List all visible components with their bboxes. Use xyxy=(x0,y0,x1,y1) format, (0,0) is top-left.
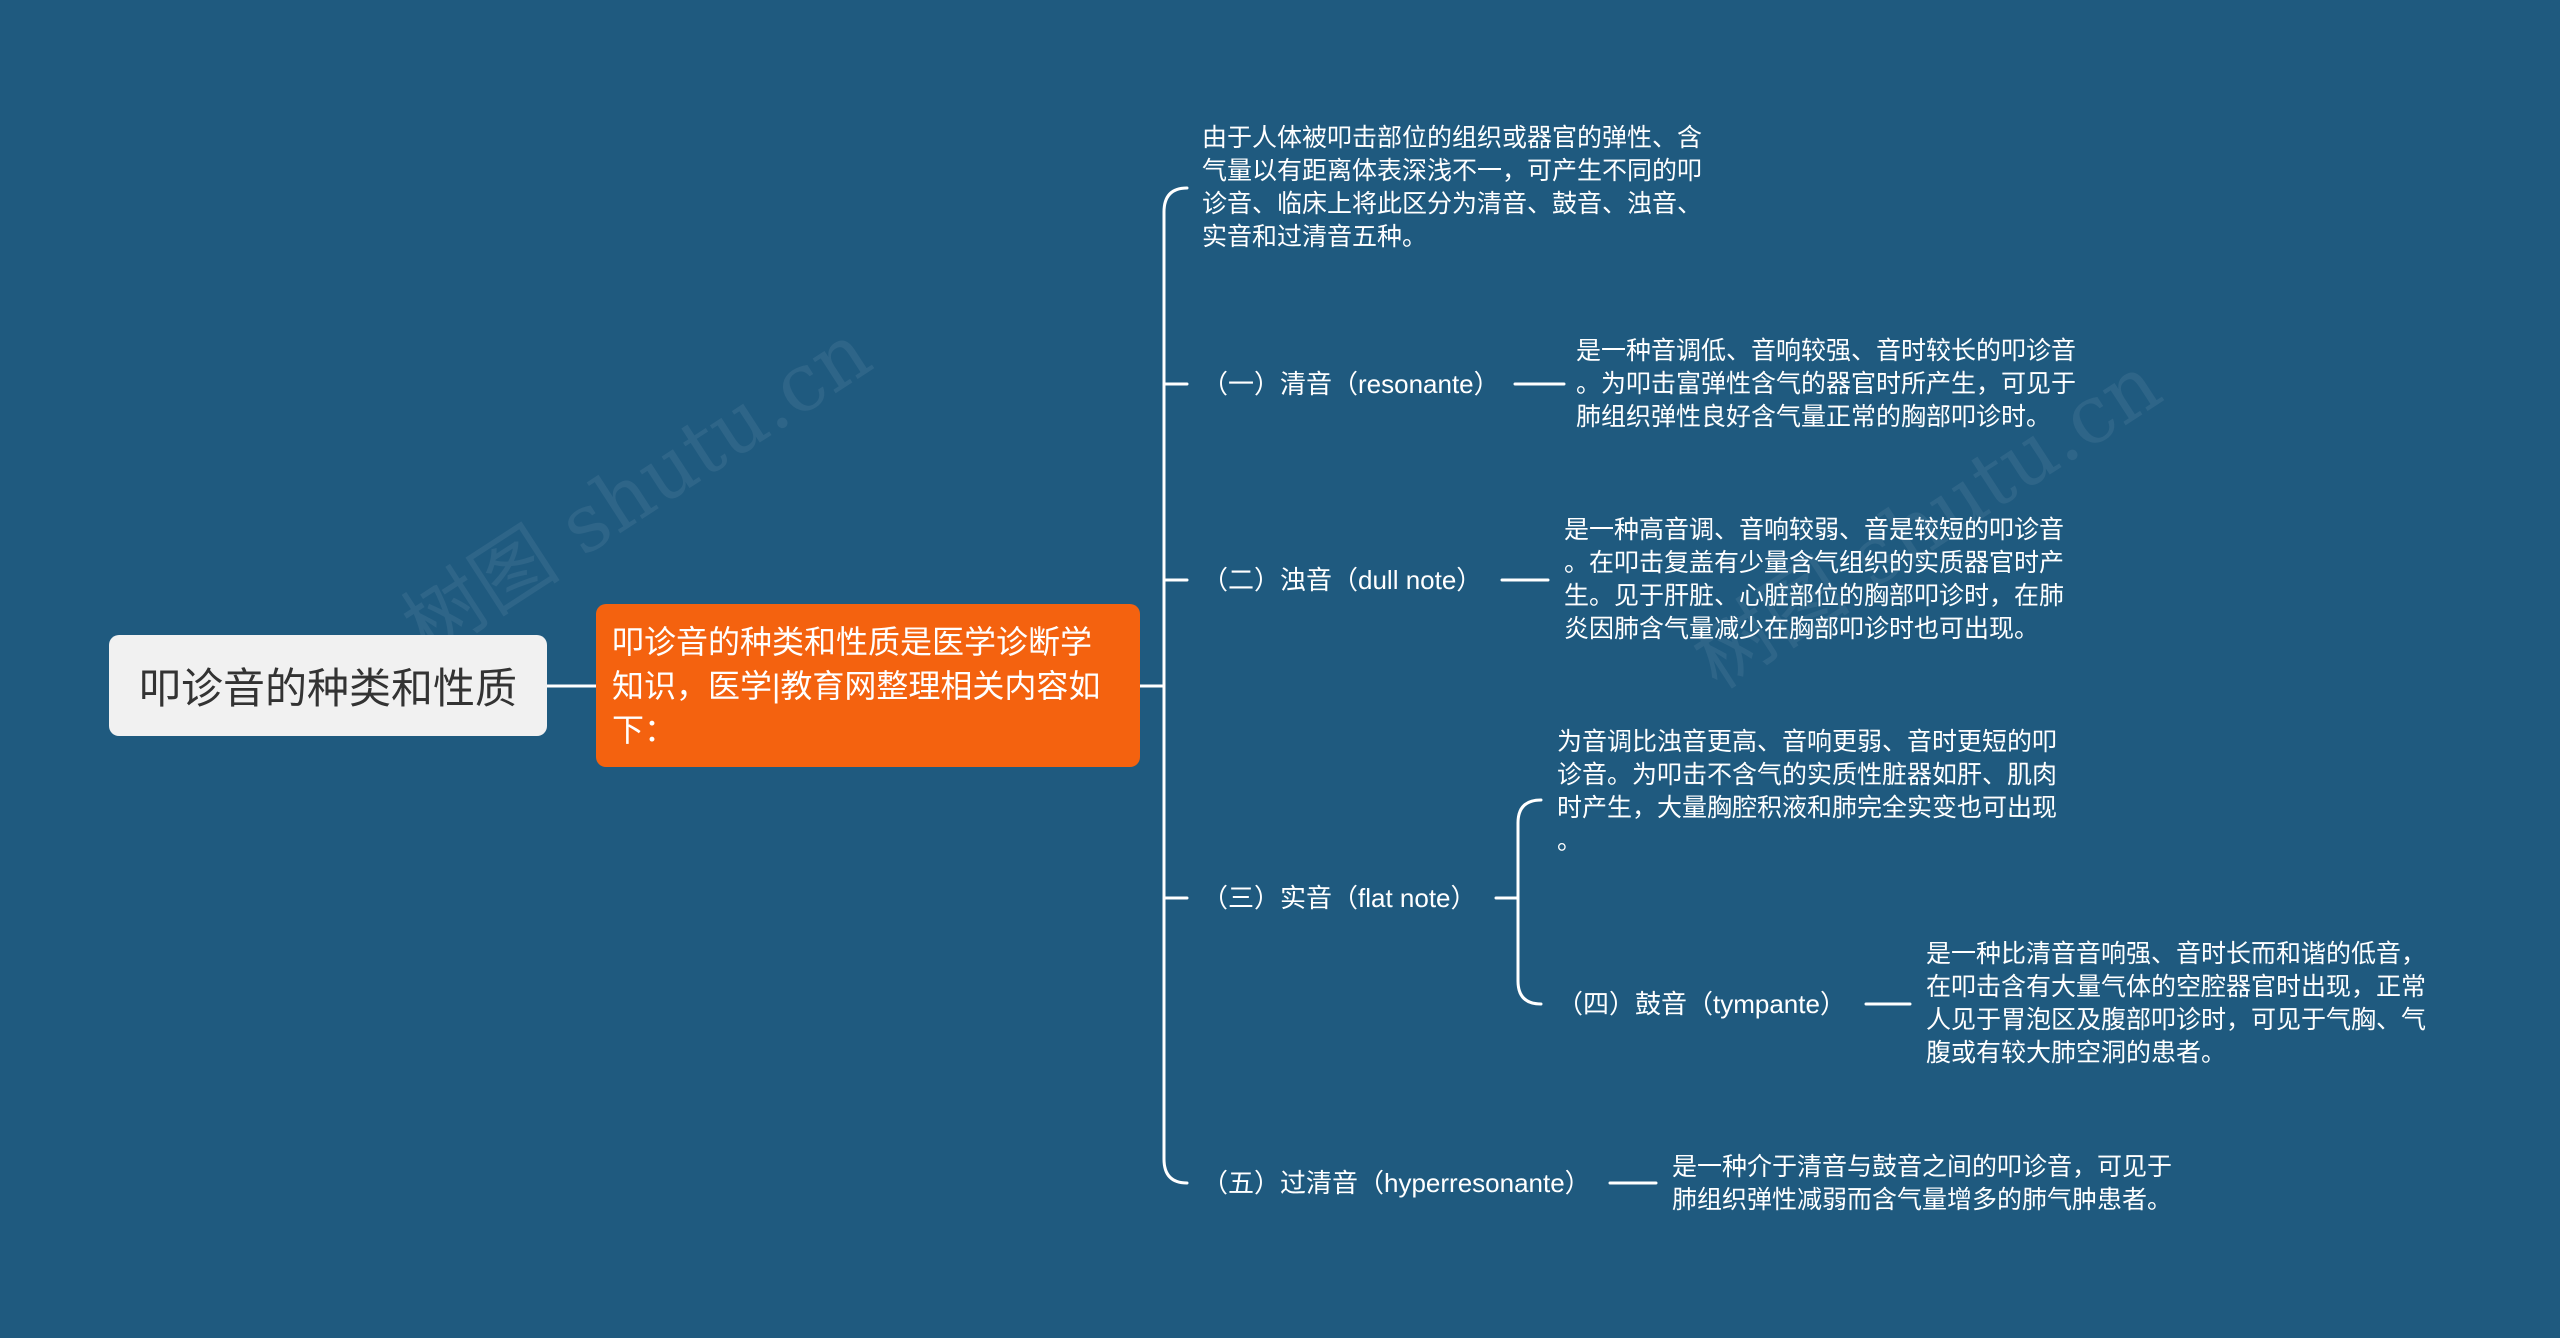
hyper-node-label: （五）过清音（hyperresonante） xyxy=(1202,1168,1591,1198)
detail-line: 。在叩击复盖有少量含气组织的实质器官时产 xyxy=(1564,549,2065,577)
tympanic-detail-node: 是一种比清音音响强、音时长而和谐的低音， 在叩击含有大量气体的空腔器官时出现，正… xyxy=(1926,938,2426,1070)
dull-node-label: （二）浊音（dull note） xyxy=(1202,565,1483,595)
intro-text-node: 由于人体被叩击部位的组织或器官的弹性、含 气量以有距离体表深浅不一，可产生不同的… xyxy=(1202,122,1702,254)
detail-line: 是一种高音调、音响较弱、音是较短的叩诊音 xyxy=(1564,516,2065,544)
summary-line: 叩诊音的种类和性质是医学诊断学 xyxy=(612,624,1093,660)
detail-line: 。为叩击富弹性含气的器官时所产生，可见于 xyxy=(1576,370,2077,398)
tympanic-node-label: （四）鼓音（tympante） xyxy=(1557,989,1846,1019)
detail-line: 炎因肺含气量减少在胸部叩诊时也可出现。 xyxy=(1564,615,2040,643)
detail-line: 在叩击含有大量气体的空腔器官时出现，正常 xyxy=(1926,973,2427,1001)
detail-line: 腹或有较大肺空洞的患者。 xyxy=(1926,1039,2227,1067)
detail-line: 是一种介于清音与鼓音之间的叩诊音，可见于 xyxy=(1672,1153,2173,1181)
resonant-detail-node: 是一种音调低、音响较强、音时较长的叩诊音 。为叩击富弹性含气的器官时所产生，可见… xyxy=(1576,335,2076,434)
detail-line: 肺组织弹性减弱而含气量增多的肺气肿患者。 xyxy=(1672,1186,2173,1214)
flat-node-label: （三）实音（flat note） xyxy=(1202,883,1477,913)
resonant-node-label: （一）清音（resonante） xyxy=(1202,369,1500,399)
intro-line: 由于人体被叩击部位的组织或器官的弹性、含 xyxy=(1202,124,1703,152)
flat-sub-bracket xyxy=(1516,798,1543,1006)
detail-line: 生。见于肝脏、心脏部位的胸部叩诊时，在肺 xyxy=(1564,582,2065,610)
main-branch-bracket xyxy=(1162,186,1189,1185)
root-node: 叩诊音的种类和性质 xyxy=(109,635,547,736)
detail-line: 是一种比清音音响强、音时长而和谐的低音， xyxy=(1926,940,2427,968)
intro-line: 实音和过清音五种。 xyxy=(1202,223,1428,251)
intro-line: 气量以有距离体表深浅不一，可产生不同的叩 xyxy=(1202,157,1703,185)
detail-line: 。 xyxy=(1557,827,1583,855)
detail-line: 为音调比浊音更高、音响更弱、音时更短的叩 xyxy=(1557,728,2058,756)
summary-line: 下： xyxy=(612,712,677,748)
detail-line: 时产生，大量胸腔积液和肺完全实变也可出现 xyxy=(1557,794,2058,822)
detail-line: 是一种音调低、音响较强、音时较长的叩诊音 xyxy=(1576,337,2077,365)
detail-line: 肺组织弹性良好含气量正常的胸部叩诊时。 xyxy=(1576,403,2052,431)
detail-line: 诊音。为叩击不含气的实质性脏器如肝、肌肉 xyxy=(1557,761,2058,789)
summary-line: 知识，医学|教育网整理相关内容如 xyxy=(612,668,1101,704)
intro-line: 诊音、临床上将此区分为清音、鼓音、浊音、 xyxy=(1202,190,1703,218)
detail-line: 人见于胃泡区及腹部叩诊时，可见于气胸、气 xyxy=(1926,1006,2427,1034)
summary-node: 叩诊音的种类和性质是医学诊断学 知识，医学|教育网整理相关内容如 下： xyxy=(596,604,1140,767)
dull-detail-node: 是一种高音调、音响较弱、音是较短的叩诊音 。在叩击复盖有少量含气组织的实质器官时… xyxy=(1564,514,2064,646)
root-node-label: 叩诊音的种类和性质 xyxy=(138,665,517,712)
hyper-detail-node: 是一种介于清音与鼓音之间的叩诊音，可见于 肺组织弹性减弱而含气量增多的肺气肿患者… xyxy=(1672,1151,2172,1217)
flat-detail-node: 为音调比浊音更高、音响更弱、音时更短的叩 诊音。为叩击不含气的实质性脏器如肝、肌… xyxy=(1557,726,2057,858)
